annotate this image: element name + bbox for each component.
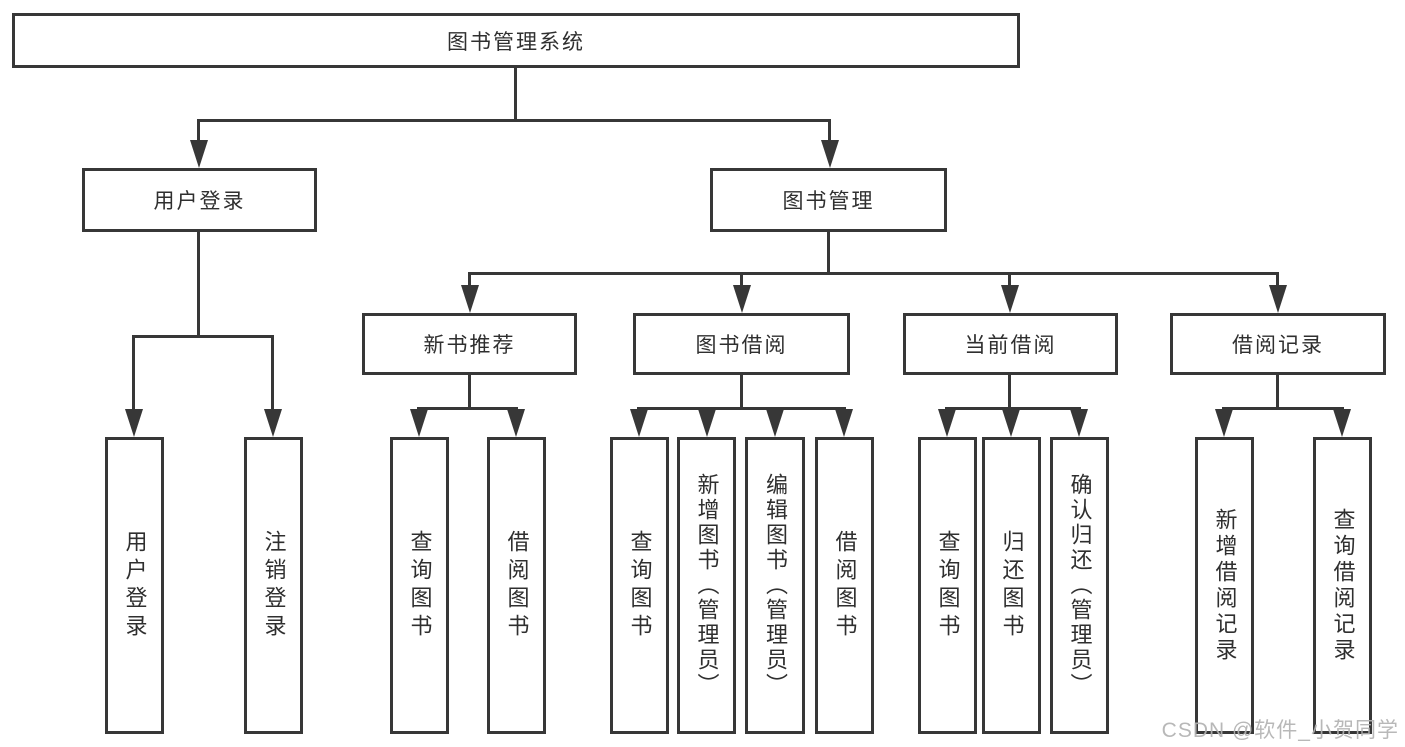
arrow-down-icon <box>938 409 956 437</box>
node-label: 图书管理系统 <box>447 30 585 54</box>
connector-line <box>271 338 274 410</box>
node-library-management-system: 图书管理系统 <box>12 13 1020 68</box>
connector-line <box>468 375 471 410</box>
leaf-add-borrow-record: 新增借阅记录 <box>1195 437 1254 734</box>
arrow-down-icon <box>125 409 143 437</box>
arrow-down-icon <box>1001 285 1019 313</box>
connector-line <box>514 68 517 122</box>
leaf-edit-book-admin: 编辑图书（管理员） <box>745 437 805 734</box>
node-label: 图书借阅 <box>695 334 788 357</box>
arrow-down-icon <box>190 140 208 168</box>
node-label: 图书管理 <box>782 190 875 213</box>
arrow-down-icon <box>1215 409 1233 437</box>
node-borrowing-records: 借阅记录 <box>1170 313 1386 375</box>
leaf-user-login: 用户登录 <box>105 437 164 734</box>
leaf-query-books-borrowing: 查询图书 <box>610 437 669 734</box>
leaf-query-borrow-record: 查询借阅记录 <box>1313 437 1372 734</box>
node-label: 归还图书 <box>999 529 1025 642</box>
arrow-down-icon <box>835 409 853 437</box>
connector-line <box>197 232 200 338</box>
leaf-return-books: 归还图书 <box>982 437 1041 734</box>
connector-line <box>945 407 1081 410</box>
arrow-down-icon <box>821 140 839 168</box>
connector-line <box>1222 407 1344 410</box>
connector-line <box>132 335 274 338</box>
connector-line <box>827 232 830 275</box>
watermark-text: CSDN @软件_小贺同学 <box>1161 719 1399 742</box>
arrow-down-icon <box>1002 409 1020 437</box>
connector-line <box>197 119 831 122</box>
leaf-borrow-books-recommend: 借阅图书 <box>487 437 546 734</box>
node-label: 查询图书 <box>627 529 653 642</box>
node-book-management: 图书管理 <box>710 168 947 232</box>
node-label: 借阅图书 <box>832 529 858 642</box>
leaf-query-books-recommend: 查询图书 <box>390 437 449 734</box>
node-current-borrowing: 当前借阅 <box>903 313 1118 375</box>
connector-line <box>1276 275 1279 287</box>
node-label: 用户登录 <box>153 190 246 213</box>
node-label: 新书推荐 <box>423 334 516 357</box>
arrow-down-icon <box>1070 409 1088 437</box>
arrow-down-icon <box>461 285 479 313</box>
node-label: 借阅记录 <box>1232 334 1324 357</box>
connector-line <box>740 375 743 410</box>
arrow-down-icon <box>264 409 282 437</box>
connector-line <box>1008 275 1011 287</box>
node-user-login: 用户登录 <box>82 168 317 232</box>
connector-line <box>468 275 471 287</box>
arrow-down-icon <box>766 409 784 437</box>
node-label: 新增借阅记录 <box>1212 507 1238 664</box>
node-label: 查询借阅记录 <box>1330 507 1356 664</box>
connector-line <box>828 122 831 141</box>
node-label: 新增图书（管理员） <box>694 473 720 698</box>
arrow-down-icon <box>733 285 751 313</box>
arrow-down-icon <box>630 409 648 437</box>
leaf-confirm-return-admin: 确认归还（管理员） <box>1050 437 1109 734</box>
leaf-borrow-books-borrowing: 借阅图书 <box>815 437 874 734</box>
connector-line <box>468 272 1279 275</box>
node-book-borrowing: 图书借阅 <box>633 313 850 375</box>
node-label: 当前借阅 <box>964 334 1057 357</box>
node-label: 查询图书 <box>407 529 433 642</box>
connector-line <box>740 275 743 287</box>
connector-line <box>197 122 200 141</box>
arrow-down-icon <box>1269 285 1287 313</box>
arrow-down-icon <box>410 409 428 437</box>
connector-line <box>132 338 135 410</box>
leaf-add-book-admin: 新增图书（管理员） <box>677 437 736 734</box>
connector-line <box>1276 375 1279 410</box>
leaf-query-books-current: 查询图书 <box>918 437 977 734</box>
node-label: 确认归还（管理员） <box>1067 473 1093 698</box>
arrow-down-icon <box>507 409 525 437</box>
arrow-down-icon <box>698 409 716 437</box>
node-label: 借阅图书 <box>504 529 530 642</box>
node-label: 用户登录 <box>122 529 148 642</box>
arrow-down-icon <box>1333 409 1351 437</box>
leaf-logout: 注销登录 <box>244 437 303 734</box>
node-label: 查询图书 <box>935 529 961 642</box>
connector-line <box>1008 375 1011 410</box>
node-label: 编辑图书（管理员） <box>763 473 788 698</box>
connector-line <box>637 407 846 410</box>
node-label: 注销登录 <box>261 529 287 642</box>
connector-line <box>417 407 518 410</box>
node-new-book-recommendation: 新书推荐 <box>362 313 577 375</box>
